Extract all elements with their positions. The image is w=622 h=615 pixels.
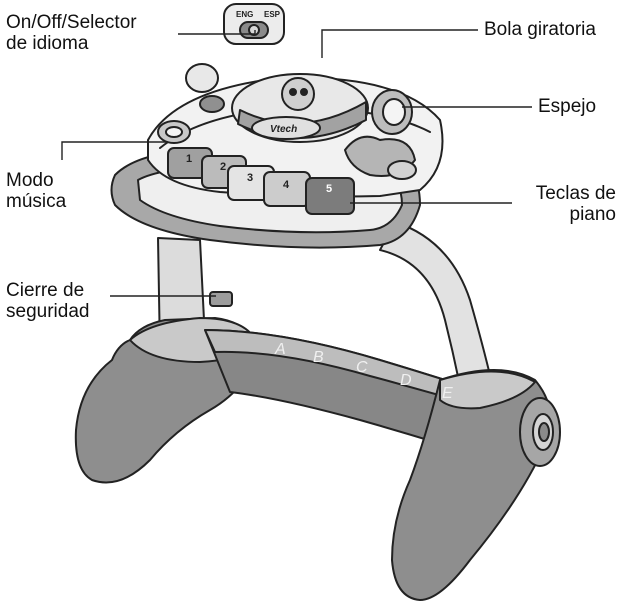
label-mirror: Espejo bbox=[538, 96, 596, 117]
safety-lock bbox=[210, 292, 232, 306]
label-piano-keys: Teclas de piano bbox=[512, 183, 616, 225]
key-number: 1 bbox=[186, 153, 192, 165]
label-power-switch: On/Off/Selector de idioma bbox=[6, 12, 137, 54]
label-line: Bola giratoria bbox=[484, 19, 596, 40]
label-line: música bbox=[6, 191, 66, 212]
brand-logo: Vtech bbox=[270, 124, 297, 135]
base-letter: A bbox=[274, 341, 286, 358]
label-line: piano bbox=[512, 204, 616, 225]
label-spinning-ball: Bola giratoria bbox=[484, 19, 596, 40]
base-letter: E bbox=[442, 385, 453, 402]
label-line: Teclas de bbox=[512, 183, 616, 204]
base-letter: C bbox=[356, 359, 368, 376]
switch-label-esp: ESP bbox=[264, 10, 281, 19]
label-line: Cierre de bbox=[6, 280, 89, 301]
key-number: 4 bbox=[283, 179, 290, 191]
switch-label-eng: ENG bbox=[236, 10, 253, 19]
label-music-mode: Modo música bbox=[6, 170, 66, 212]
label-line: de idioma bbox=[6, 33, 137, 54]
label-line: seguridad bbox=[6, 301, 89, 322]
key-number: 3 bbox=[247, 172, 253, 184]
key-number: 5 bbox=[326, 183, 332, 195]
label-line: On/Off/Selector bbox=[6, 12, 137, 33]
leader-line bbox=[322, 30, 478, 58]
label-safety-lock: Cierre de seguridad bbox=[6, 280, 89, 322]
key-number: 2 bbox=[220, 161, 226, 173]
elephant-toy bbox=[186, 64, 218, 92]
base-letter: B bbox=[313, 349, 324, 366]
label-line: Espejo bbox=[538, 96, 596, 117]
base-letter: D bbox=[400, 372, 412, 389]
label-line: Modo bbox=[6, 170, 66, 191]
